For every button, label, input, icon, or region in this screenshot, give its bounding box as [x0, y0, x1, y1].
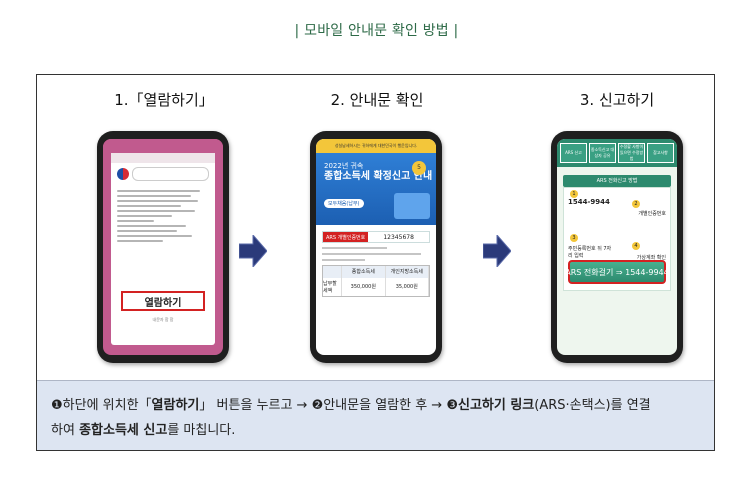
- step1-label: 1.「열람하기」: [114, 91, 214, 109]
- tab-edit[interactable]: 수정할 사항이 있으면 수정방법: [618, 143, 645, 163]
- phone3-screen: ARS 신고 종소득신고 대상자 공유 수정할 사항이 있으면 수정방법 참고사…: [557, 139, 677, 355]
- notice-year: 2022년 귀속: [324, 162, 364, 170]
- notice-heading: 종합소득세 확정신고 안내: [324, 171, 433, 182]
- instruction-bold: 열람하기: [151, 398, 200, 413]
- sender-row: [111, 163, 215, 185]
- tab-ars[interactable]: ARS 신고: [560, 143, 587, 163]
- instruction-segment: (ARS·손택스)를 연결: [534, 398, 651, 413]
- arrow-right-icon: [483, 235, 511, 267]
- step-number-icon: 3: [570, 234, 578, 242]
- laptop-illustration-icon: [394, 193, 430, 219]
- step2-label: 2. 안내문 확인: [330, 91, 424, 109]
- page-title: | 모바일 안내문 확인 방법 |: [294, 23, 459, 39]
- open-button[interactable]: 열람하기: [121, 291, 205, 311]
- notice-banner: 성실납세하시는 귀하에게 대한민국이 행운입니다.: [316, 139, 436, 153]
- step3-label: 3. 신고하기: [579, 91, 655, 109]
- instruction-bold: 종합소득세 신고: [79, 423, 168, 438]
- phone-step3: ARS 신고 종소득신고 대상자 공유 수정할 사항이 있으면 수정방법 참고사…: [551, 131, 683, 363]
- ars-code-row: ARS 개별인증번호 12345678: [322, 231, 430, 243]
- step-number-icon: 1: [570, 190, 578, 198]
- phone-step1: 열람하기 내문자 함 함: [97, 131, 229, 363]
- tax-table-header: 개인지방소득세: [385, 266, 429, 278]
- ars-guide-body: 1 1544-9944 2 개별인증번호 3 주민등록번호 뒤 7자리 입력 4…: [563, 187, 671, 291]
- arrow-right-icon: [239, 235, 267, 267]
- ars-step4-label: 가상계좌 확인: [636, 255, 666, 261]
- instruction-segment: 」 버튼을 누르고 → ❷안내문을 열람한 후 → ❸: [199, 398, 458, 413]
- tax-table-cell: 35,000원: [386, 277, 429, 296]
- phone-step2: 성실납세하시는 귀하에게 대한민국이 행운입니다. 2022년 귀속 종합소득세…: [310, 131, 442, 363]
- ars-phone-number: 1544-9944: [568, 198, 610, 206]
- nts-logo-icon: [117, 168, 129, 180]
- notice-text: [316, 247, 436, 261]
- ars-guide-header: ARS 전화신고 방법: [563, 175, 671, 187]
- guide-frame: 1.「열람하기」 2. 안내문 확인 3. 신고하기 열람: [36, 74, 715, 451]
- step-number-icon: 4: [632, 242, 640, 250]
- message-text: [111, 185, 215, 247]
- ars-step2-label: 개별인증번호: [638, 211, 666, 217]
- phone1-screen: 열람하기 내문자 함 함: [103, 139, 223, 355]
- instruction-bold: 신고하기 링크: [457, 398, 535, 413]
- status-bar: [103, 139, 223, 151]
- ars-code-value: 12345678: [383, 233, 414, 241]
- tax-table: 종합소득세 개인지방소득세 납부할 세액 350,000원 35,000원: [322, 265, 430, 297]
- instruction-segment: 하여: [51, 423, 80, 438]
- may-badge: 5: [412, 161, 426, 175]
- ars-step3-label: 주민등록번호 뒤 7자리 입력: [568, 246, 612, 259]
- instruction-segment: 를 마칩니다.: [167, 423, 236, 438]
- tab-notes[interactable]: 참고사항: [647, 143, 674, 163]
- phone2-screen: 성실납세하시는 귀하에게 대한민국이 행운입니다. 2022년 귀속 종합소득세…: [316, 139, 436, 355]
- instruction-segment: ❶하단에 위치한「: [51, 398, 152, 413]
- notice-tag: 모두채움(납부): [324, 199, 364, 208]
- ars-call-button[interactable]: ARS 전화걸기 ⇒ 1544-9944: [565, 260, 669, 284]
- instruction-text: ❶하단에 위치한「열람하기」 버튼을 누르고 → ❷안내문을 열람한 후 → ❸…: [37, 380, 714, 450]
- step-number-icon: 2: [632, 200, 640, 208]
- tax-table-row-label: 납부할 세액: [323, 277, 343, 296]
- message-topbar: [111, 153, 215, 163]
- open-sub-label: 내문자 함 함: [152, 317, 174, 322]
- ars-code-label: ARS 개별인증번호: [323, 232, 369, 242]
- tab-target[interactable]: 종소득신고 대상자 공유: [589, 143, 616, 163]
- message-card: 열람하기 내문자 함 함: [111, 153, 215, 345]
- tax-table-cell: 350,000원: [342, 277, 386, 296]
- notice-hero: 2022년 귀속 종합소득세 확정신고 안내 모두채움(납부) 5: [316, 153, 436, 225]
- message-bubble: [132, 167, 209, 181]
- report-tabs: ARS 신고 종소득신고 대상자 공유 수정할 사항이 있으면 수정방법 참고사…: [557, 139, 677, 167]
- tax-table-header: 종합소득세: [342, 266, 386, 278]
